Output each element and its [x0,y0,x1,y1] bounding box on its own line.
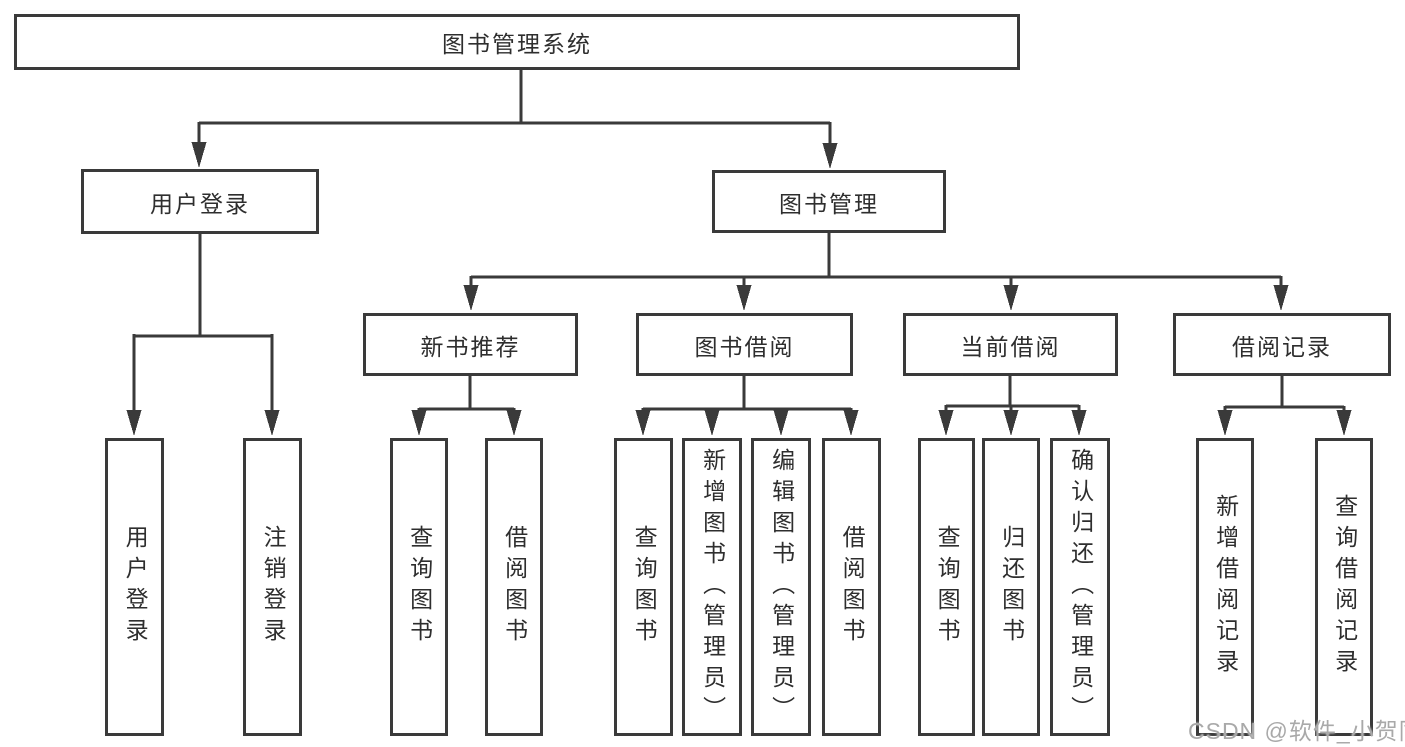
node-label: 图书管理 [779,190,879,217]
leaf-bb-add-books-admin: 新增图书（管理员） [682,438,742,736]
leaf-label: 查询借阅记录 [1331,494,1358,680]
leaf-label: 确认归还（管理员） [1067,447,1094,727]
leaf-bb-edit-books-admin: 编辑图书（管理员） [751,438,811,736]
node-current-borrowing: 当前借阅 [903,313,1118,376]
leaf-label: 查询图书 [406,525,433,649]
leaf-label: 借阅图书 [501,525,528,649]
leaf-label: 新增借阅记录 [1212,494,1239,680]
leaf-user-login: 用户登录 [105,438,164,736]
leaf-logout: 注销登录 [243,438,302,736]
leaf-br-query-record: 查询借阅记录 [1315,438,1373,736]
leaf-cb-query-books: 查询图书 [918,438,975,736]
leaf-label: 借阅图书 [839,525,866,649]
node-label: 新书推荐 [420,333,521,360]
leaf-label: 新增图书（管理员） [699,447,726,727]
node-label: 当前借阅 [960,333,1061,360]
leaf-label: 用户登录 [122,525,149,649]
leaf-label: 查询图书 [934,525,961,649]
leaf-cb-confirm-return-admin: 确认归还（管理员） [1050,438,1110,736]
leaf-label: 查询图书 [631,525,658,649]
node-book-borrowing: 图书借阅 [636,313,853,376]
node-root: 图书管理系统 [14,14,1020,70]
node-book-management: 图书管理 [712,170,946,233]
leaf-nbr-query-books: 查询图书 [390,438,448,736]
leaf-cb-return-books: 归还图书 [982,438,1040,736]
node-user-login: 用户登录 [81,169,319,234]
leaf-label: 编辑图书（管理员） [768,447,795,727]
watermark: CSDN @软件_小贺同学 [1188,718,1405,744]
node-label: 借阅记录 [1232,333,1332,360]
leaf-bb-query-books: 查询图书 [614,438,673,736]
leaf-label: 注销登录 [260,525,287,649]
leaf-br-add-record: 新增借阅记录 [1196,438,1254,736]
leaf-label: 归还图书 [998,525,1025,649]
leaf-bb-borrow-books: 借阅图书 [822,438,881,736]
leaf-nbr-borrow-books: 借阅图书 [485,438,543,736]
node-new-book-recommend: 新书推荐 [363,313,578,376]
node-label: 图书管理系统 [442,31,592,57]
node-label: 图书借阅 [694,333,795,360]
node-borrow-records: 借阅记录 [1173,313,1391,376]
node-label: 用户登录 [150,190,250,217]
